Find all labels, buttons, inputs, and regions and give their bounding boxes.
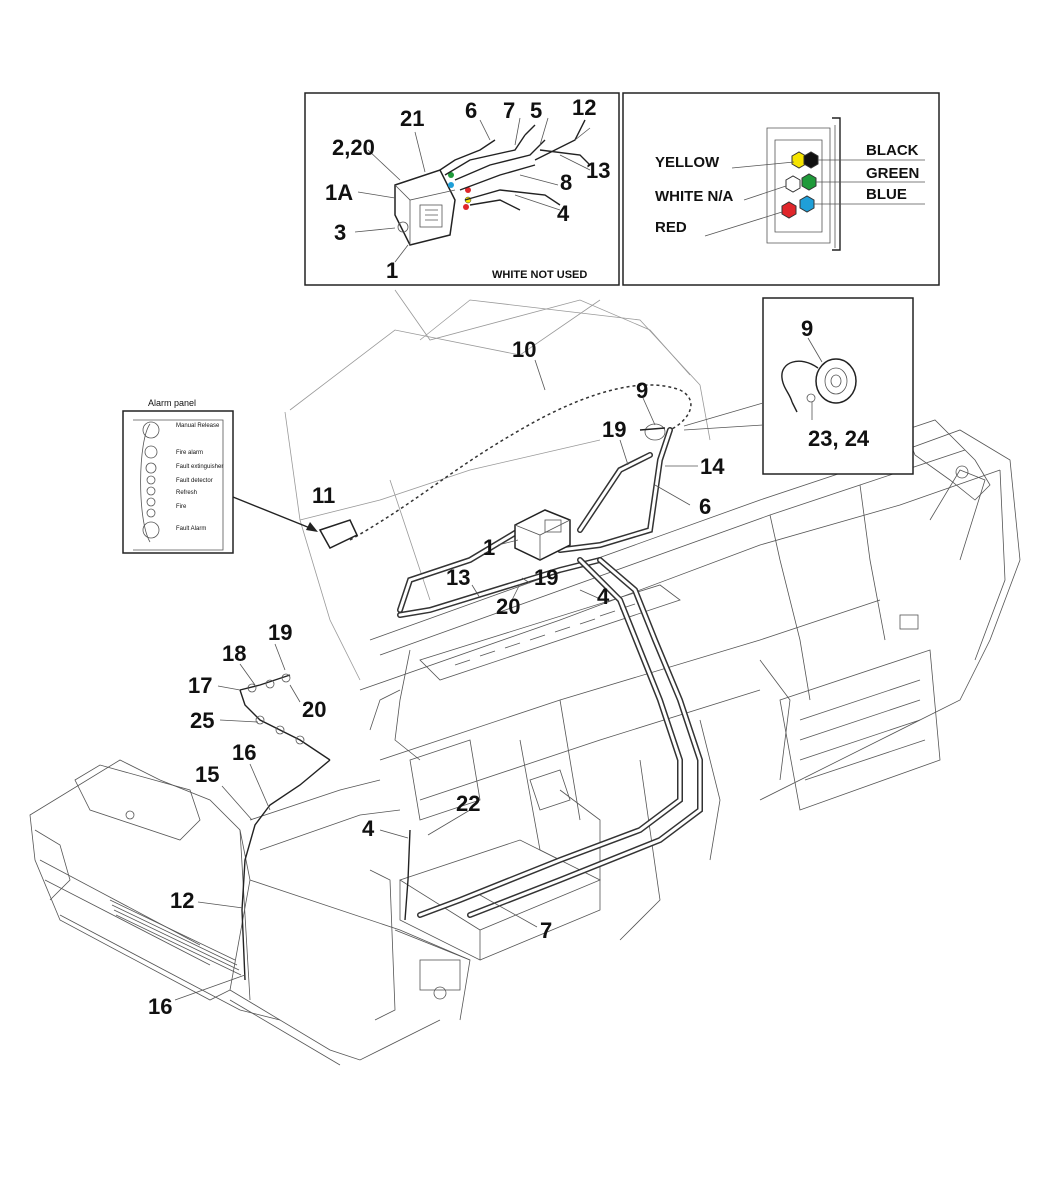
alarm-item: Fault detector [176,478,213,484]
label-red: RED [655,219,687,236]
callout-12: 12 [572,95,596,120]
callout-16-bottom: 16 [148,994,172,1019]
callout-16-top: 16 [232,740,256,765]
callout-6: 6 [465,98,477,123]
callout-20-left: 20 [302,697,326,722]
alarm-item: Fault extinguisher [176,464,223,470]
callout-19-top: 19 [602,417,626,442]
callout-12-main: 12 [170,888,194,913]
alarm-panel-title: Alarm panel [148,398,196,408]
callout-9-inset: 9 [801,316,813,341]
callout-18: 18 [222,641,246,666]
label-blue: BLUE [866,186,907,203]
callout-11: 11 [312,483,335,508]
callout-25: 25 [190,708,214,733]
callout-1-main: 1 [483,535,495,560]
callout-21: 21 [400,106,424,131]
machine-outline [29,289,1021,1066]
callout-8: 8 [560,170,572,195]
callout-1: 1 [386,258,398,283]
label-yellow: YELLOW [655,154,720,171]
label-black: BLACK [866,142,919,159]
callout-4-low: 4 [362,816,375,841]
alarm-item: Fault Alarm [176,526,206,532]
callout-4: 4 [557,201,570,226]
callout-5: 5 [530,98,542,123]
callout-22: 22 [456,791,480,816]
callout-17: 17 [188,673,212,698]
inset-wire-colors: YELLOW WHITE N/A RED BLACK GREEN BLUE [622,92,940,286]
label-white: WHITE N/A [655,188,733,205]
callout-1a: 1A [325,180,353,205]
callout-14: 14 [700,454,725,479]
alarm-item: Refresh [176,490,197,496]
callout-2-20: 2,20 [332,135,375,160]
main-callouts: 10 9 19 14 6 11 1 13 19 20 4 19 18 17 20… [148,337,725,1019]
alarm-item: Manual Release [176,423,220,429]
alarm-item: Fire alarm [176,450,203,456]
callout-19-mid: 19 [534,565,558,590]
callout-6-main: 6 [699,494,711,519]
inset-switch-detail: 21 6 7 5 12 2,20 13 1A 8 3 4 1 WHITE NOT… [304,92,620,286]
white-not-used-note: WHITE NOT USED [492,269,587,281]
wiring-harness [239,384,703,981]
callout-19-left: 19 [268,620,292,645]
callout-7-main: 7 [540,918,552,943]
alarm-item: Fire [176,504,187,510]
callout-9: 9 [636,378,648,403]
callout-7: 7 [503,98,515,123]
label-green: GREEN [866,165,919,182]
callout-23-24: 23, 24 [808,426,870,451]
alarm-panel: Alarm panel Manual Release Fire alarm Fa… [122,398,358,554]
callout-13: 13 [586,158,610,183]
inset-horn: 9 23, 24 [683,297,914,475]
callout-13-main: 13 [446,565,470,590]
callout-3: 3 [334,220,346,245]
callout-10: 10 [512,337,536,362]
callout-4-main: 4 [597,584,610,609]
callout-15: 15 [195,762,219,787]
callout-20-mid: 20 [496,594,520,619]
